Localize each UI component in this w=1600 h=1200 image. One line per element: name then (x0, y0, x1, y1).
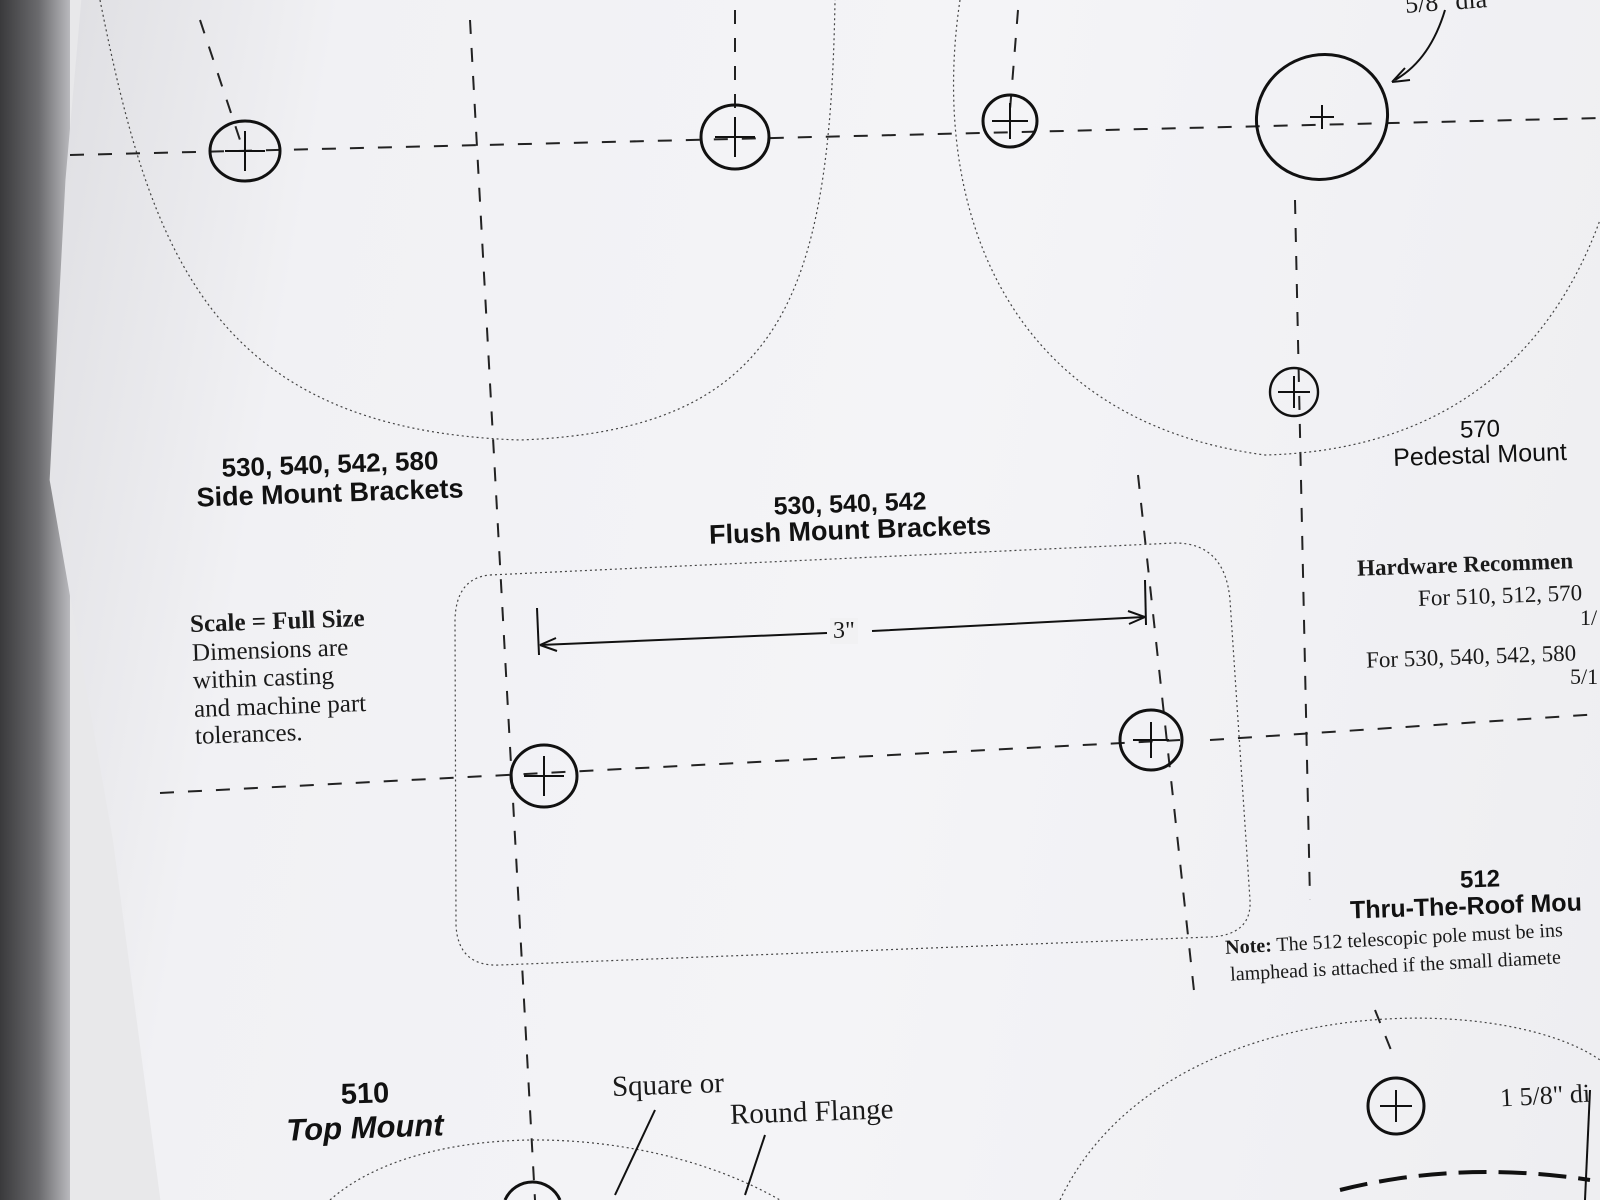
hole-flush-left (509, 743, 579, 809)
scale-body-2: within casting (192, 662, 335, 695)
dimension-tick-left (536, 607, 540, 656)
dimension-arrow-left (539, 637, 558, 652)
centerline-v1 (199, 19, 241, 141)
hole-pedestal-top-left (981, 93, 1039, 149)
centerline-v2 (469, 19, 536, 1200)
hole-flush-right (1118, 708, 1184, 772)
hole-pedestal-large (1254, 53, 1390, 181)
hole-thru-roof (1366, 1076, 1426, 1136)
flange-leader-2 (744, 1134, 766, 1196)
hole-pedestal-bottom (1268, 366, 1320, 418)
dimension-line-3in (539, 616, 1146, 646)
centerline-right (1209, 713, 1600, 741)
top-mount-title: Top Mount (285, 1107, 445, 1148)
flange-leader-1 (614, 1109, 656, 1196)
thru-roof-outline (1059, 1017, 1600, 1200)
scale-body-4: tolerances. (194, 719, 304, 750)
bottom-dia-leader (1584, 1089, 1591, 1200)
flange-label-1: Square or (611, 1067, 725, 1103)
dia-leader-top (1394, 9, 1446, 81)
hole-side-right (699, 103, 771, 171)
flush-mount-outline (454, 542, 1251, 966)
hole-top-mount (503, 1180, 562, 1200)
centerline-v7 (1374, 1009, 1396, 1061)
dia-leader-top-arrow (1391, 67, 1411, 83)
background-surface (0, 0, 70, 1200)
centerline-middle (159, 739, 1181, 794)
bottom-dia-label: 1 5/8" di (1499, 1078, 1591, 1113)
dimension-arrow-right (1127, 610, 1146, 625)
flange-label-2: Round Flange (729, 1093, 895, 1131)
dimension-3in-label: 3" (830, 618, 858, 645)
centerline-top (69, 117, 1600, 156)
paper-template-sheet (49, 0, 1600, 1200)
pedestal-outline (952, 0, 1600, 456)
hardware-line-2-cont: 5/1 (1570, 664, 1599, 689)
centerline-v5 (1294, 199, 1311, 901)
thru-roof-arc (1339, 1170, 1591, 1192)
note-label: Note: (1224, 934, 1273, 959)
dimension-tick-right (1144, 579, 1147, 626)
hardware-line-1-cont: 1/ (1580, 605, 1598, 630)
centerline-v6 (1137, 474, 1196, 1001)
side-mount-outline (99, 0, 836, 441)
hole-side-left (208, 119, 282, 183)
